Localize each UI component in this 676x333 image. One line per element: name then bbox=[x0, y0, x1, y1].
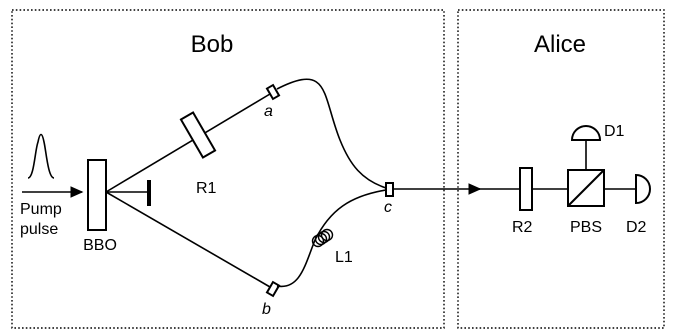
pump-label-line2: pulse bbox=[20, 221, 58, 238]
bob-box: Bob bbox=[11, 9, 445, 329]
coupler-b: b bbox=[262, 280, 281, 318]
bbo-label: BBO bbox=[83, 237, 117, 254]
upper-arm-beam bbox=[105, 93, 271, 193]
r1-waveplate: R1 bbox=[179, 111, 217, 197]
port-b-label: b bbox=[262, 301, 271, 318]
alice-title: Alice bbox=[534, 31, 586, 58]
lower-arm-beam bbox=[105, 191, 271, 288]
d2-detector: D2 bbox=[626, 173, 651, 236]
l1-fiber-loop: L1 bbox=[311, 228, 353, 266]
coupler-c: c bbox=[384, 182, 394, 216]
alice-box: Alice bbox=[457, 9, 665, 329]
coupler-a: a bbox=[264, 83, 281, 120]
d2-label: D2 bbox=[626, 219, 647, 236]
r1-label: R1 bbox=[196, 180, 217, 197]
d1-label: D1 bbox=[604, 123, 625, 140]
d1-detector: D1 bbox=[570, 123, 625, 141]
r2-label: R2 bbox=[512, 219, 533, 236]
beam-dump bbox=[106, 180, 151, 206]
r2-waveplate: R2 bbox=[512, 167, 533, 236]
pbs-label: PBS bbox=[570, 219, 602, 236]
l1-label: L1 bbox=[335, 249, 353, 266]
pbs-cube: PBS bbox=[567, 169, 605, 236]
pump-label-line1: Pump bbox=[20, 201, 62, 218]
port-a-label: a bbox=[264, 103, 273, 120]
pump-pulse-shape bbox=[27, 133, 55, 179]
pump-pulse: Pump pulse bbox=[20, 133, 84, 238]
fiber-a-to-c bbox=[276, 78, 387, 189]
bbo-crystal: BBO bbox=[83, 159, 117, 254]
port-c-label: c bbox=[384, 199, 392, 216]
bob-title: Bob bbox=[191, 31, 234, 58]
